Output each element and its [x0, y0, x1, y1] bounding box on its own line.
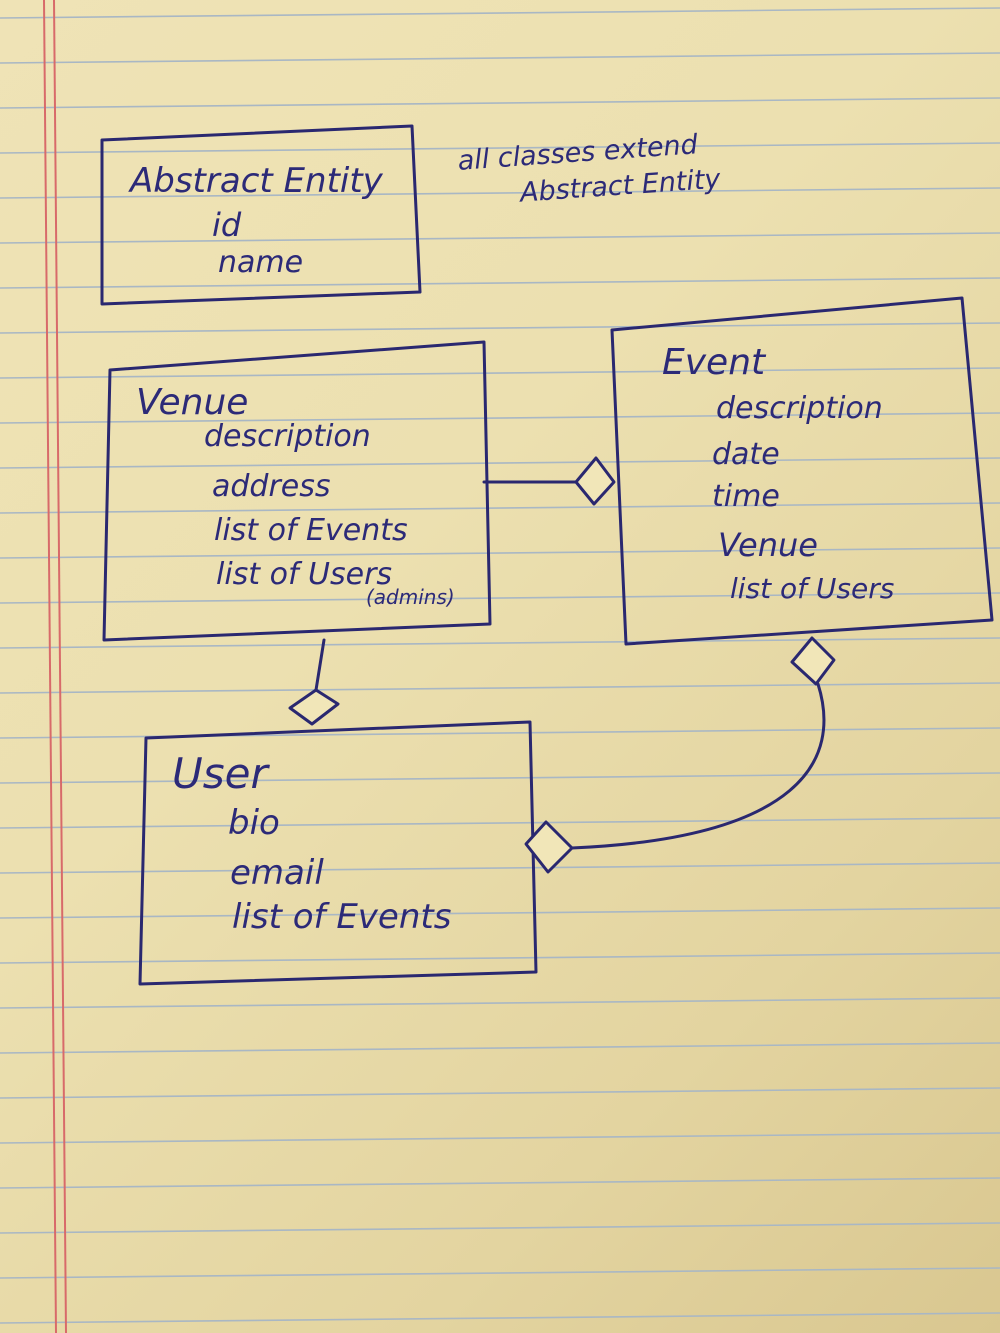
user-class: User bio email list of Events	[138, 720, 538, 986]
ruled-line	[0, 997, 1000, 1009]
ruled-line	[0, 187, 1000, 199]
abstract-entity-title: Abstract Entity	[128, 161, 384, 201]
venue-event-association	[482, 456, 616, 506]
ruled-line	[0, 592, 1000, 604]
ruled-lines	[0, 7, 1000, 1324]
event-field-description: description	[716, 391, 883, 426]
ruled-line	[0, 1312, 1000, 1324]
user-field-email: email	[230, 853, 324, 893]
ruled-line	[0, 97, 1000, 109]
venue-user-association	[288, 638, 340, 726]
event-user-diamond-event-end	[790, 636, 836, 686]
abstract-entity-class: Abstract Entity id name	[100, 124, 422, 306]
event-user-association	[524, 636, 836, 874]
ruled-line	[0, 817, 1000, 829]
venue-field-list-of-events: list of Events	[214, 513, 408, 548]
ruled-line	[0, 1267, 1000, 1279]
ruled-line	[0, 52, 1000, 64]
event-user-diamond-user-end	[524, 820, 574, 874]
ruled-line	[0, 1087, 1000, 1099]
ruled-line	[0, 1222, 1000, 1234]
event-field-time: time	[712, 479, 780, 514]
event-title: Event	[662, 342, 767, 383]
ruled-line	[0, 547, 1000, 559]
inheritance-note: all classes extend Abstract Entity	[457, 129, 723, 209]
venue-annotation-admins: (admins)	[366, 585, 455, 609]
venue-user-connector	[314, 638, 326, 692]
venue-box	[102, 340, 492, 642]
ruled-line	[0, 1177, 1000, 1189]
event-class: Event description date time Venue list o…	[610, 296, 994, 646]
ruled-line	[0, 457, 1000, 469]
event-field-list-of-users: list of Users	[730, 572, 894, 605]
venue-field-description: description	[204, 419, 371, 454]
ruled-line	[0, 367, 1000, 379]
ruled-line	[0, 232, 1000, 244]
event-box	[610, 296, 994, 646]
abstract-entity-field-name: name	[218, 245, 303, 280]
ruled-line	[0, 1132, 1000, 1144]
ruled-line	[0, 412, 1000, 424]
venue-field-address: address	[212, 469, 331, 504]
ruled-line	[0, 772, 1000, 784]
event-field-venue: Venue	[718, 526, 818, 564]
venue-event-diamond	[574, 456, 616, 506]
ruled-line	[0, 862, 1000, 874]
user-box	[138, 720, 538, 986]
venue-field-list-of-users: list of Users	[216, 557, 392, 592]
event-field-date: date	[712, 437, 780, 472]
ruled-line	[0, 637, 1000, 649]
event-user-connector	[570, 682, 826, 850]
ruled-line	[0, 907, 1000, 919]
margin-lines	[43, 0, 67, 1333]
ruled-line	[0, 7, 1000, 19]
abstract-entity-field-id: id	[212, 206, 242, 244]
venue-title: Venue	[136, 382, 248, 423]
venue-user-diamond	[288, 688, 340, 726]
ruled-line	[0, 682, 1000, 694]
user-field-list-of-events: list of Events	[232, 897, 451, 937]
ruled-line	[0, 1042, 1000, 1054]
user-title: User	[172, 749, 270, 798]
ruled-line	[0, 952, 1000, 964]
venue-class: Venue description address list of Events…	[102, 340, 492, 642]
ruled-line	[0, 502, 1000, 514]
abstract-entity-box	[100, 124, 422, 306]
ruled-line	[0, 142, 1000, 154]
user-field-bio: bio	[228, 803, 280, 843]
ruled-line	[0, 322, 1000, 334]
ruled-line	[0, 277, 1000, 289]
